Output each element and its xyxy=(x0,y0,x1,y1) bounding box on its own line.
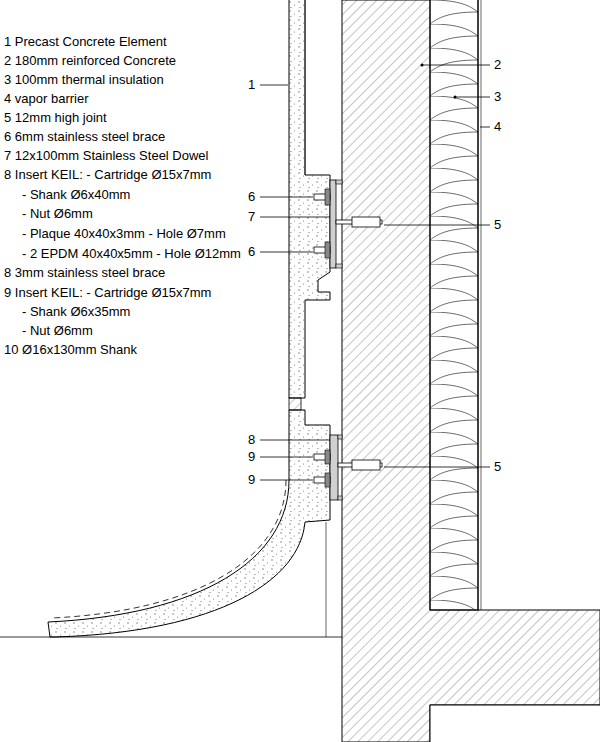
key-text: - Nut Ø6mm xyxy=(22,206,93,221)
key-text: 6 6mm stainless steel brace xyxy=(4,129,165,144)
insert-nut xyxy=(325,473,330,487)
leader-line xyxy=(260,457,313,458)
leader-line xyxy=(260,480,313,481)
steel-brace xyxy=(336,264,342,268)
leader-line xyxy=(260,197,313,198)
key-text: 4 vapor barrier xyxy=(4,91,89,106)
key-text: 2 180mm reinforced Concrete xyxy=(4,53,176,68)
steel-brace xyxy=(336,180,342,184)
key-text: 7 12x100mm Stainless Steel Dowel xyxy=(4,148,209,163)
precast-curved-element xyxy=(48,410,330,637)
key-text: 5 12mm high joint xyxy=(4,110,107,125)
key-text: 1 Precast Concrete Element xyxy=(4,34,167,49)
panel-line xyxy=(305,0,306,175)
precast-panel xyxy=(289,0,330,398)
callout-number: 9 xyxy=(248,449,255,464)
leader-line xyxy=(260,217,330,218)
callout-number: 2 xyxy=(494,57,501,72)
thermal-insulation xyxy=(430,0,478,610)
callout-number: 9 xyxy=(248,472,255,487)
leader-line xyxy=(260,85,288,86)
key-text: - Shank Ø6x40mm xyxy=(22,187,130,202)
leader-line xyxy=(260,252,313,253)
dowel-sleeve xyxy=(352,460,380,470)
vapor-barrier xyxy=(478,0,479,610)
leader-line xyxy=(384,225,490,226)
key-text: 8 3mm stainless steel brace xyxy=(4,265,165,280)
interior-space xyxy=(430,705,600,742)
dowel-sleeve xyxy=(352,217,380,227)
leader-line xyxy=(455,97,490,98)
leader-line xyxy=(260,440,330,441)
leader-dot xyxy=(421,64,424,67)
callout-number: 7 xyxy=(248,209,255,224)
key-text: - Nut Ø6mm xyxy=(22,323,93,338)
steel-brace xyxy=(338,435,342,439)
insert-nut xyxy=(325,450,330,464)
leader-line xyxy=(422,65,490,66)
scallop-edge xyxy=(52,480,286,618)
callout-number: 1 xyxy=(248,77,255,92)
callout-number: 4 xyxy=(494,119,501,134)
key-text: 9 Insert KEIL: - Cartridge Ø15x7mm xyxy=(4,285,211,300)
key-text: 3 100mm thermal insulation xyxy=(4,72,164,87)
leader-line xyxy=(384,467,490,468)
key-text: - Shank Ø6x35mm xyxy=(22,304,130,319)
joint xyxy=(289,398,301,410)
insert-nut xyxy=(325,242,330,258)
vapor-barrier xyxy=(481,0,482,610)
drip-line xyxy=(326,522,327,637)
callout-number: 5 xyxy=(494,459,501,474)
callout-number: 3 xyxy=(494,89,501,104)
callout-number: 5 xyxy=(494,217,501,232)
callout-number: 6 xyxy=(248,189,255,204)
key-text: - 2 EPDM 40x40x5mm - Hole Ø12mm xyxy=(22,246,241,261)
key-text: 8 Insert KEIL: - Cartridge Ø15x7mm xyxy=(4,167,211,182)
leader-dot xyxy=(454,96,457,99)
ground-line xyxy=(0,637,342,638)
steel-brace xyxy=(338,496,342,500)
steel-brace xyxy=(330,180,336,268)
callout-number: 6 xyxy=(248,244,255,259)
key-text: - Plaque 40x40x3mm - Hole Ø7mm xyxy=(22,226,226,241)
leader-lines xyxy=(260,65,490,480)
key-text: 10 Ø16x130mm Shank xyxy=(4,342,137,357)
callout-number: 8 xyxy=(248,432,255,447)
insert-nut xyxy=(325,189,330,205)
leader-line xyxy=(480,127,490,128)
steel-brace xyxy=(330,435,338,500)
